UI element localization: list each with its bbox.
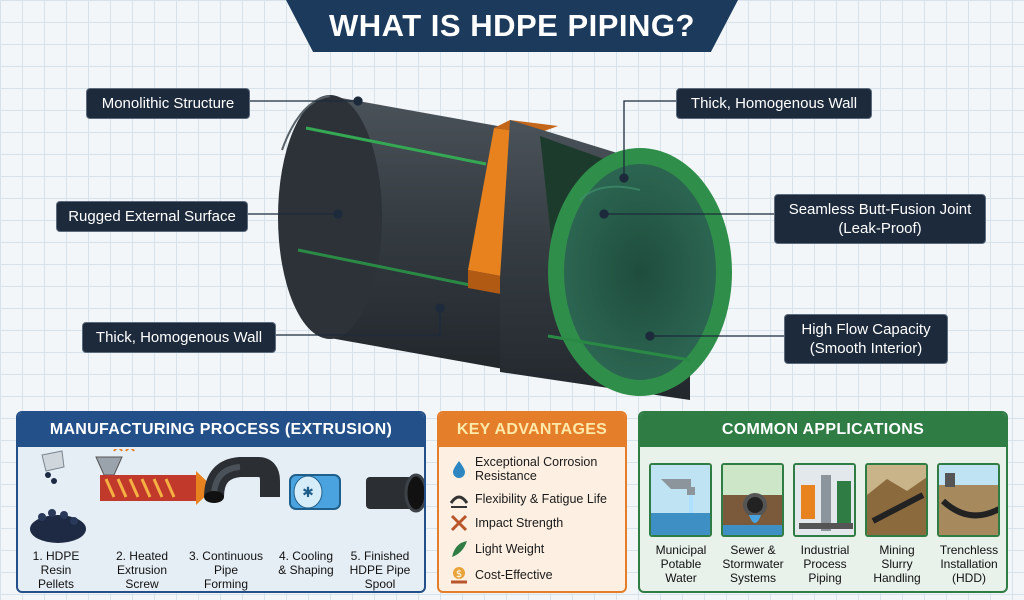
app-tile-industrial <box>793 463 856 537</box>
callout-wall-right: Thick, Homogenous Wall <box>676 88 872 119</box>
advantage-label: Light Weight <box>475 542 545 556</box>
sewer-outfall-icon <box>723 465 782 535</box>
advantage-item: Impact Strength <box>449 513 563 533</box>
app-label-sewer: Sewer & Stormwater Systems <box>722 543 784 585</box>
pipe-forming-icon <box>204 457 280 503</box>
industrial-piping-icon <box>795 465 854 535</box>
advantage-label: Flexibility & Fatigue Life <box>475 492 608 506</box>
resin-pellets-icon <box>30 450 86 543</box>
pipe-right-section <box>500 120 732 400</box>
water-drop-icon <box>453 461 465 478</box>
faucet-water-icon <box>651 465 710 535</box>
applications-panel: COMMON APPLICATIONS <box>638 411 1008 593</box>
manufacturing-illustration: ✱ <box>30 449 424 543</box>
pipe-illustration <box>248 95 784 400</box>
extrusion-screw-icon <box>95 449 214 505</box>
applications-title: COMMON APPLICATIONS <box>640 413 1006 447</box>
app-label-mining: Mining Slurry Handling <box>873 543 921 585</box>
app-tile-municipal <box>649 463 712 537</box>
mining-slurry-icon <box>867 465 926 535</box>
cooling-ring-icon: ✱ <box>289 474 341 510</box>
svg-text:$: $ <box>456 569 462 580</box>
step-2-label: 2. Heated Extrusion Screw <box>115 549 169 591</box>
flex-pipe-icon <box>449 495 469 508</box>
advantage-label: Impact Strength <box>475 516 564 530</box>
hammer-wrench-icon <box>450 514 468 532</box>
callout-rugged-surface: Rugged External Surface <box>56 201 248 232</box>
manufacturing-title: MANUFACTURING PROCESS (EXTRUSION) <box>18 413 424 447</box>
step-3-label: 3. Continuous Pipe Forming <box>188 549 264 591</box>
callout-monolithic-structure: Monolithic Structure <box>86 88 250 119</box>
advantage-item: Exceptional Corrosion Resistance <box>449 455 597 483</box>
step-4-label: 4. Cooling & Shaping <box>278 549 334 577</box>
app-label-municipal: Municipal Potable Water <box>655 543 707 585</box>
dollar-hand-icon: $ <box>451 567 467 584</box>
advantage-item: $ Cost-Effective <box>449 565 553 585</box>
feather-icon <box>452 541 467 557</box>
finished-pipe-icon <box>366 473 424 513</box>
advantages-title: KEY ADVANTAGES <box>439 413 625 447</box>
app-tile-mining <box>865 463 928 537</box>
callout-wall-left: Thick, Homogenous Wall <box>82 322 276 353</box>
app-tile-sewer <box>721 463 784 537</box>
hdd-drill-icon <box>939 465 998 535</box>
advantage-label: Exceptional Corrosion Resistance <box>475 455 598 483</box>
manufacturing-panel: MANUFACTURING PROCESS (EXTRUSION) ✱ <box>16 411 426 593</box>
step-1-label: 1. HDPE Resin Pellets <box>32 549 80 591</box>
pipe-left-section <box>278 95 520 372</box>
callout-leaders <box>248 96 784 341</box>
advantages-panel: KEY ADVANTAGES Exceptional Corrosion Res… <box>437 411 627 593</box>
svg-text:✱: ✱ <box>302 485 314 501</box>
app-label-trenchless: Trenchless Installation (HDD) <box>939 543 999 585</box>
app-label-industrial: Industrial Process Piping <box>800 543 850 585</box>
advantage-label: Cost-Effective <box>475 568 553 582</box>
callout-high-flow-capacity: High Flow Capacity (Smooth Interior) <box>784 314 948 364</box>
advantage-item: Light Weight <box>449 539 544 559</box>
advantage-item: Flexibility & Fatigue Life <box>449 489 607 509</box>
step-5-label: 5. Finished HDPE Pipe Spool <box>349 549 411 591</box>
callout-butt-fusion-joint: Seamless Butt-Fusion Joint (Leak-Proof) <box>774 194 986 244</box>
page-title: WHAT IS HDPE PIPING? <box>286 0 738 52</box>
app-tile-trenchless <box>937 463 1000 537</box>
